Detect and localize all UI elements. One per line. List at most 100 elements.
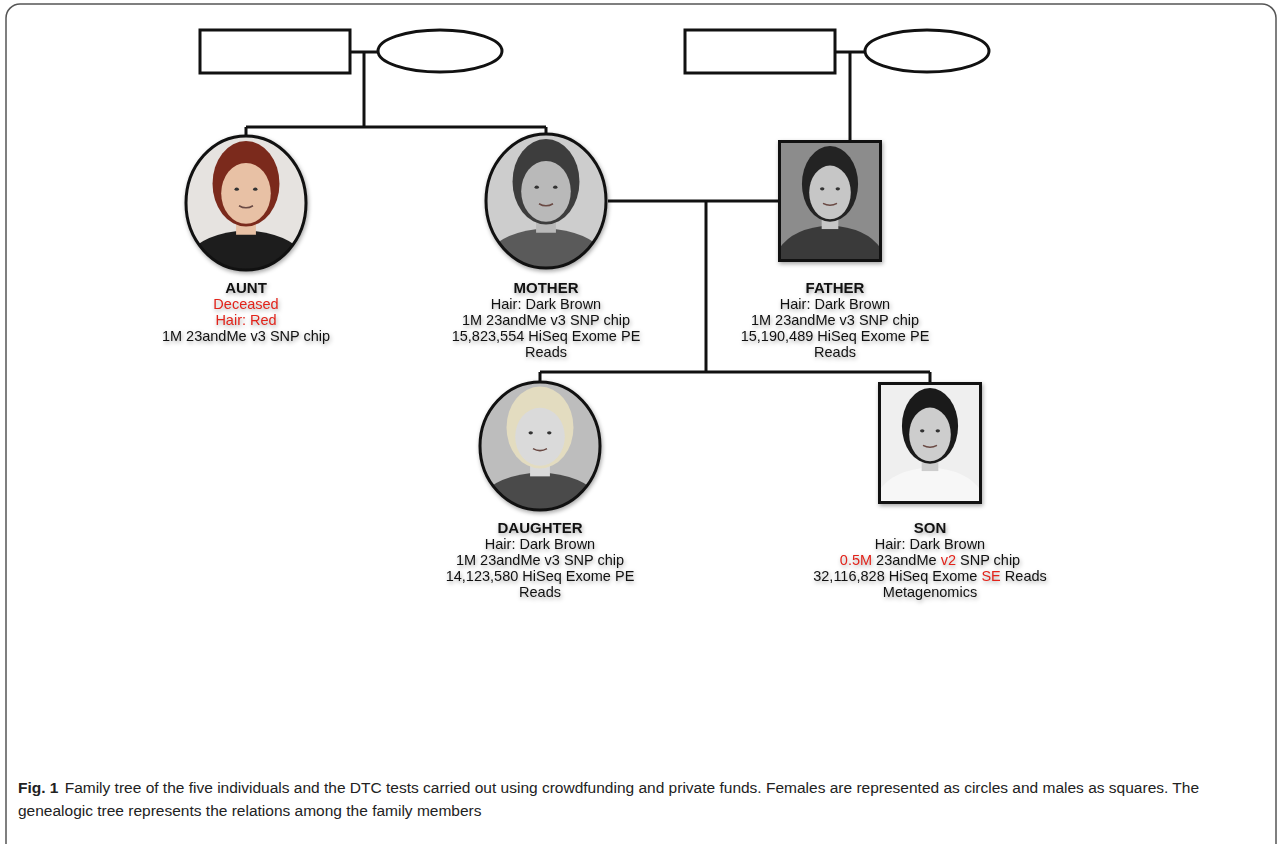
photo-eye [547, 431, 551, 434]
photo-content [472, 380, 608, 512]
grandmother-circle [865, 30, 989, 72]
grandfather-square [200, 30, 350, 73]
person-detail: Hair: Dark Brown [875, 536, 985, 552]
label-line: 14,123,580 HiSeq Exome PE Reads [440, 568, 640, 600]
photo-face [221, 163, 271, 224]
figure-caption: Fig. 1Family tree of the five individual… [18, 776, 1262, 822]
photo-mouth [239, 206, 253, 208]
photo-hair [507, 387, 574, 469]
descent-line [363, 52, 366, 127]
photo-outline [186, 136, 306, 270]
photo-content [780, 142, 881, 261]
photo-outline [780, 142, 881, 261]
label-line: Hair: Dark Brown [795, 536, 1065, 552]
label-line: 32,116,828 HiSeq ExomeSEReads [795, 568, 1065, 584]
label-line: MOTHER [446, 280, 646, 296]
label-line: 1M 23andMe v3 SNP chip [735, 312, 935, 328]
photo-face [521, 161, 571, 222]
photo-outline [880, 384, 981, 503]
person-detail: 1M 23andMe v3 SNP chip [751, 312, 919, 328]
photo-eye [920, 429, 924, 432]
label-line: Metagenomics [795, 584, 1065, 600]
portrait-photo [878, 382, 982, 504]
male-person: FATHERHair: Dark Brown1M 23andMe v3 SNP … [778, 140, 882, 262]
person-label: SONHair: Dark Brown0.5M23andMev2SNP chip… [795, 520, 1065, 600]
photo-content [478, 132, 614, 270]
label-line: FATHER [735, 280, 935, 296]
female-person: MOTHERHair: Dark Brown1M 23andMe v3 SNP … [484, 132, 608, 270]
person-name: FATHER [806, 279, 865, 296]
label-line: 15,823,554 HiSeq Exome PE Reads [446, 328, 646, 360]
person-label: DAUGHTERHair: Dark Brown1M 23andMe v3 SN… [440, 520, 640, 600]
female-person: DAUGHTERHair: Dark Brown1M 23andMe v3 SN… [478, 380, 602, 512]
label-line: Hair: Dark Brown [446, 296, 646, 312]
person-detail: 15,823,554 HiSeq Exome PE Reads [452, 328, 641, 360]
label-line: Hair: Dark Brown [440, 536, 640, 552]
photo-outline [480, 382, 600, 510]
sibling-bar [246, 126, 546, 129]
figure-number: Fig. 1 [18, 779, 58, 796]
photo-content [880, 384, 981, 503]
label-line: 0.5M23andMev2SNP chip [795, 552, 1065, 568]
photo-face [515, 408, 565, 466]
photo-outline [486, 134, 606, 268]
grandfather-square [685, 30, 835, 73]
photo-mouth [533, 449, 547, 451]
person-detail: 14,123,580 HiSeq Exome PE Reads [446, 568, 635, 600]
person-detail: Reads [1005, 568, 1047, 584]
female-person: AUNTDeceasedHair: Red1M 23andMe v3 SNP c… [184, 134, 308, 272]
person-name: MOTHER [514, 279, 579, 296]
person-detail: Hair: Dark Brown [491, 296, 601, 312]
label-line: 15,190,489 HiSeq Exome PE Reads [735, 328, 935, 360]
photo-eye [529, 431, 533, 434]
photo-eye [235, 188, 239, 191]
photo-mouth [823, 203, 837, 205]
photo-shoulders [880, 467, 981, 502]
person-label: FATHERHair: Dark Brown1M 23andMe v3 SNP … [735, 280, 935, 360]
photo-eye [553, 186, 557, 189]
person-detail: 1M 23andMe v3 SNP chip [462, 312, 630, 328]
photo-content [178, 134, 314, 272]
photo-shoulders [780, 225, 881, 260]
person-detail: Hair: Dark Brown [780, 296, 890, 312]
person-detail: 1M 23andMe v3 SNP chip [162, 328, 330, 344]
photo-eye [535, 186, 539, 189]
descent-line [849, 52, 852, 141]
sibling-bar [540, 371, 930, 374]
person-detail: Hair: Red [215, 312, 276, 328]
person-name: AUNT [225, 279, 267, 296]
photo-hair [902, 388, 958, 464]
portrait-photo [478, 380, 602, 512]
label-line: 1M 23andMe v3 SNP chip [446, 312, 646, 328]
label-line: Deceased [146, 296, 346, 312]
photo-hair [513, 139, 580, 225]
photo-face [809, 166, 851, 220]
photo-mouth [923, 445, 937, 447]
photo-shoulders [478, 229, 614, 270]
marriage-line [608, 200, 778, 203]
portrait-photo [484, 132, 608, 270]
label-line: Hair: Dark Brown [735, 296, 935, 312]
descent-line [929, 372, 932, 383]
photo-hair [213, 141, 280, 227]
label-line: DAUGHTER [440, 520, 640, 536]
male-person: SONHair: Dark Brown0.5M23andMev2SNP chip… [878, 382, 982, 504]
photo-mouth [539, 204, 553, 206]
photo-face [909, 408, 951, 462]
label-line: AUNT [146, 280, 346, 296]
person-detail: 23andMe [876, 552, 936, 568]
descent-line [705, 202, 708, 372]
person-name: SON [914, 519, 947, 536]
person-detail: 0.5M [840, 552, 872, 568]
caption-text: Family tree of the five individuals and … [18, 779, 1199, 819]
photo-eye [820, 187, 824, 190]
person-detail: 15,190,489 HiSeq Exome PE Reads [741, 328, 930, 360]
person-detail: Hair: Dark Brown [485, 536, 595, 552]
person-detail: Metagenomics [883, 584, 977, 600]
person-detail: SE [981, 568, 1000, 584]
person-detail: SNP chip [960, 552, 1020, 568]
label-line: 1M 23andMe v3 SNP chip [440, 552, 640, 568]
